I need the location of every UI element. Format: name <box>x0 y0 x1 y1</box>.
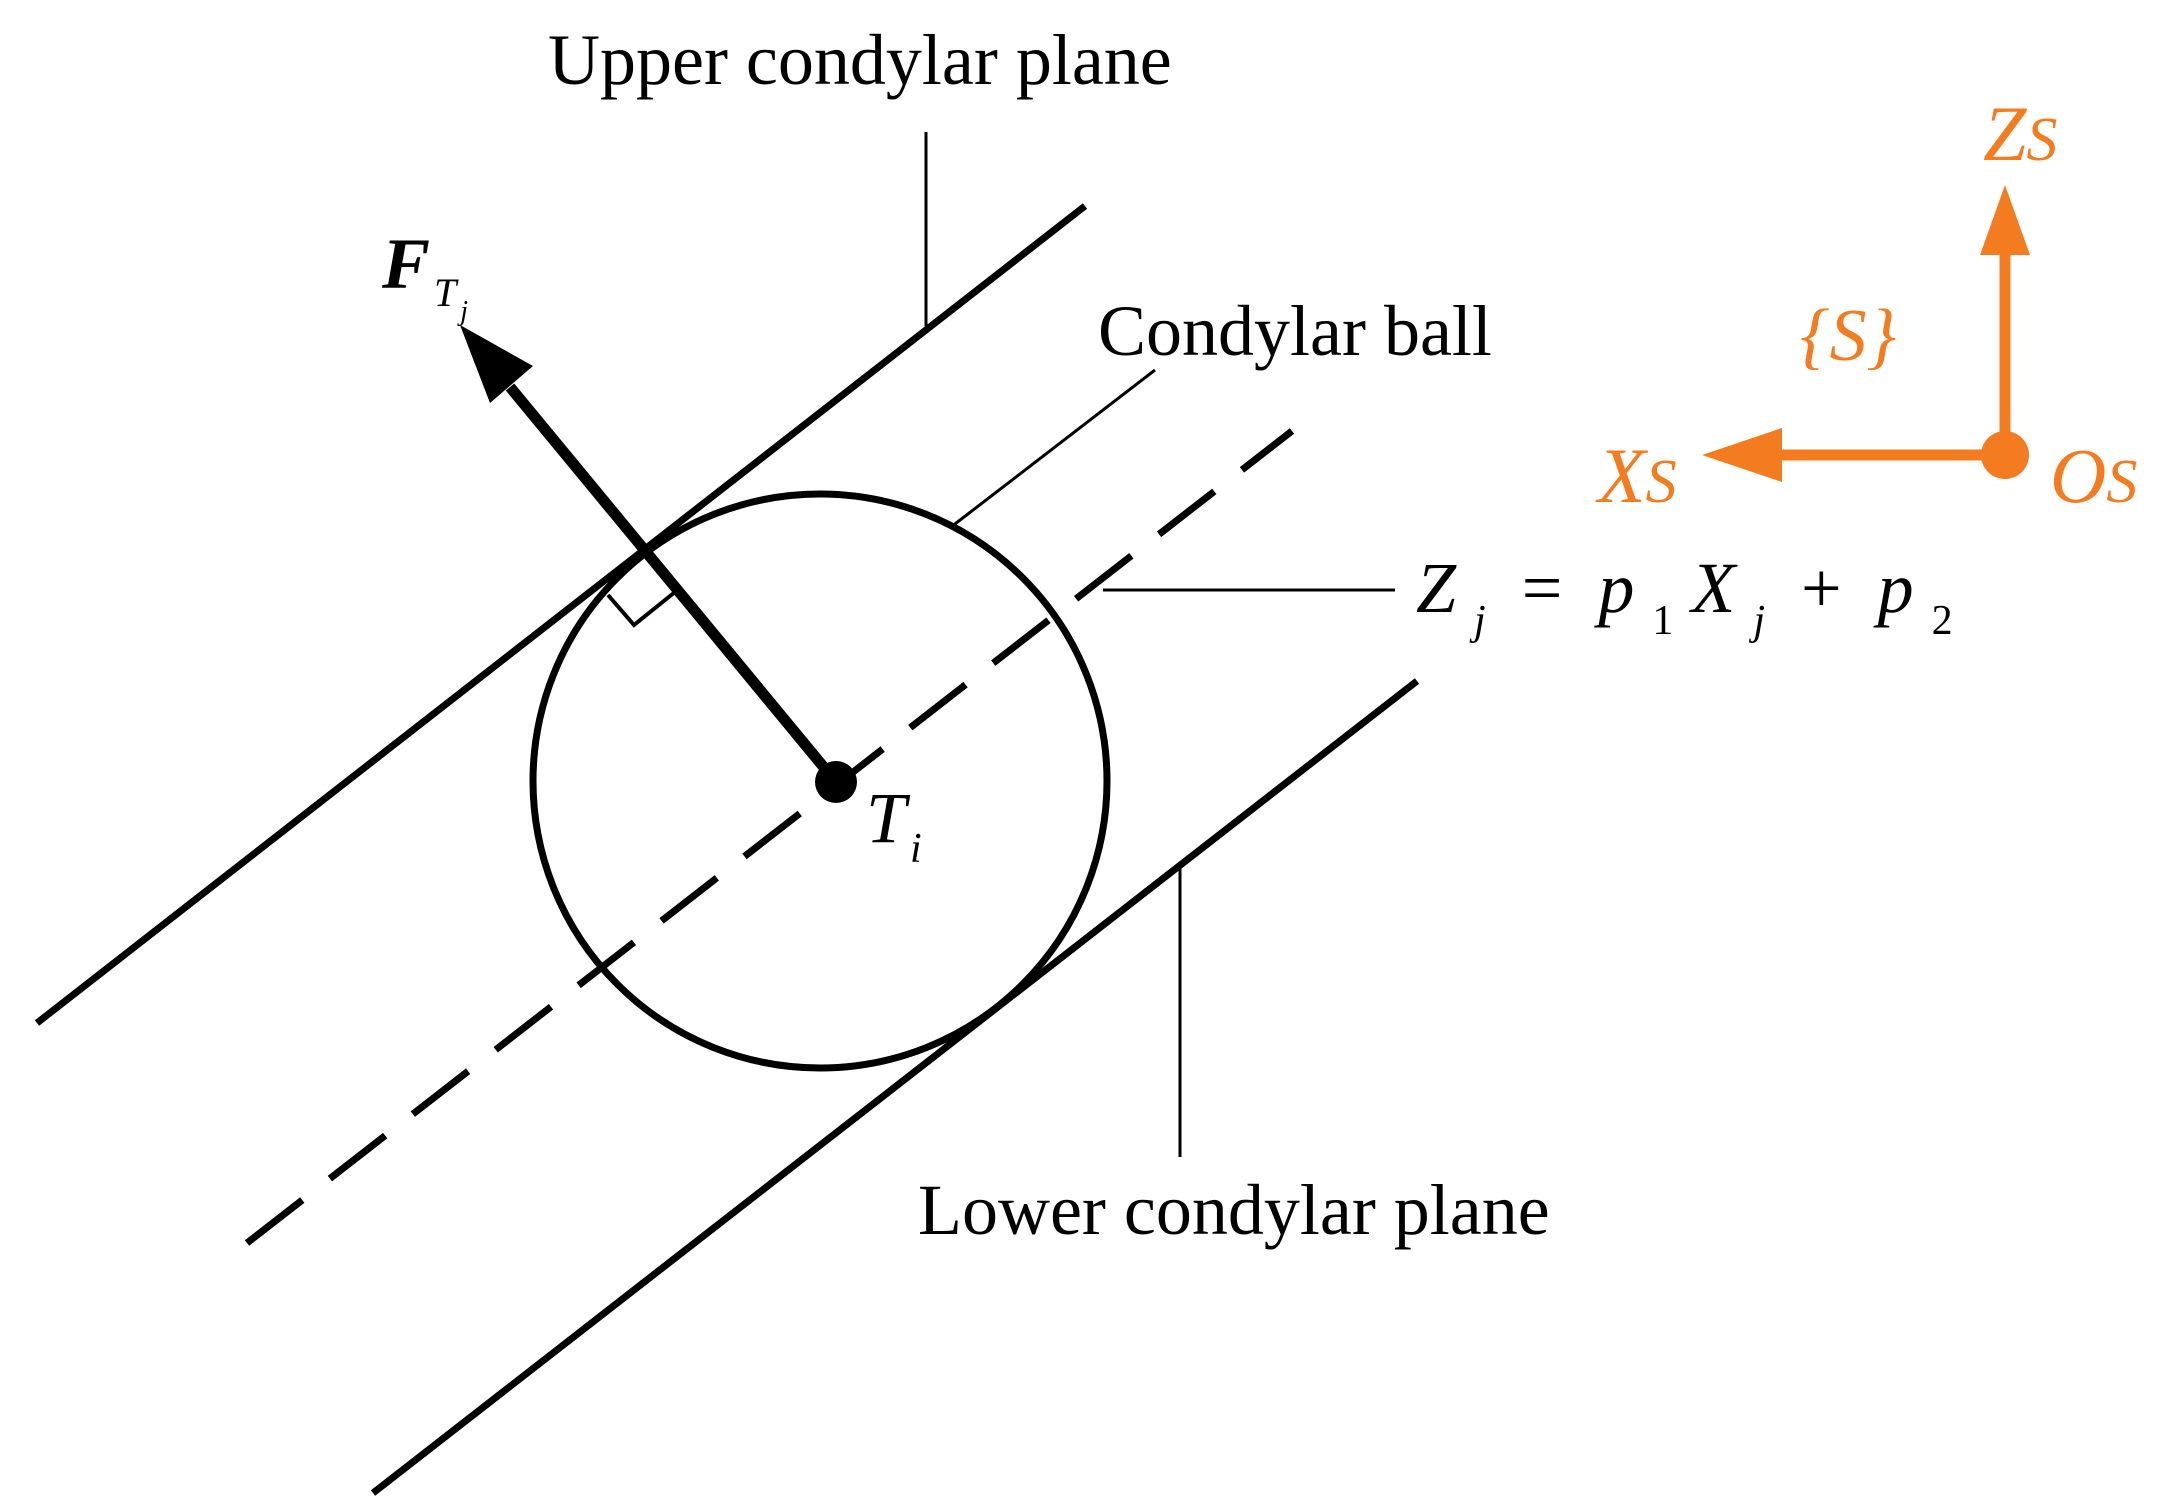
eq-z-sub: j <box>1469 598 1486 644</box>
eq-equals: = <box>1522 548 1563 628</box>
ball-label: Condylar ball <box>1098 291 1492 371</box>
upper-plane-line <box>34 203 1088 1026</box>
equation-label: Z j = p 1 X j + p 2 <box>1416 548 1953 650</box>
condylar-ball-circle <box>529 490 1111 1072</box>
frame-set-label: {S} <box>1800 295 1896 377</box>
origin-dot-icon <box>1981 431 2029 479</box>
center-label: T i <box>866 778 922 872</box>
force-label-main: F <box>381 224 430 304</box>
force-arrowhead-icon <box>460 325 533 403</box>
coordinate-frame: ZS {S} XS OS <box>1595 90 2137 519</box>
frame-z-main: Z <box>1983 90 2028 177</box>
centerline-dashed <box>244 428 1295 1246</box>
eq-p2: p <box>1873 548 1914 628</box>
force-arrow-shaft <box>505 383 841 786</box>
eq-p2-sub: 2 <box>1932 598 1953 644</box>
ball-leader <box>950 368 1156 529</box>
eq-x: X <box>1688 548 1738 628</box>
eq-plus: + <box>1801 548 1842 628</box>
force-label: F T j <box>381 224 468 327</box>
frame-x-main: X <box>1595 432 1649 519</box>
eq-p1-sub: 1 <box>1652 598 1673 644</box>
frame-x-arrowhead-icon <box>1702 428 1782 482</box>
eq-p1: p <box>1593 548 1634 628</box>
lower-plane-line <box>370 678 1420 1496</box>
center-label-sub: i <box>910 826 922 872</box>
eq-x-sub: j <box>1748 598 1765 644</box>
frame-o-sub: S <box>2106 448 2137 516</box>
right-angle-marker-icon <box>606 590 677 628</box>
frame-x-label: XS <box>1595 432 1677 519</box>
upper-plane-label: Upper condylar plane <box>548 20 1172 100</box>
center-label-main: T <box>866 778 911 858</box>
lower-plane-label: Lower condylar plane <box>918 1170 1550 1250</box>
frame-o-label: OS <box>2050 432 2137 519</box>
center-dot-icon <box>815 761 857 803</box>
force-label-subsub: j <box>457 296 468 327</box>
frame-x-sub: S <box>1646 448 1677 516</box>
frame-z-sub: S <box>2026 106 2057 174</box>
eq-z: Z <box>1416 548 1457 628</box>
frame-z-arrowhead-icon <box>1980 185 2030 255</box>
frame-z-label: ZS <box>1983 90 2057 177</box>
frame-o-main: O <box>2050 432 2106 519</box>
force-label-sub: T <box>434 270 459 315</box>
